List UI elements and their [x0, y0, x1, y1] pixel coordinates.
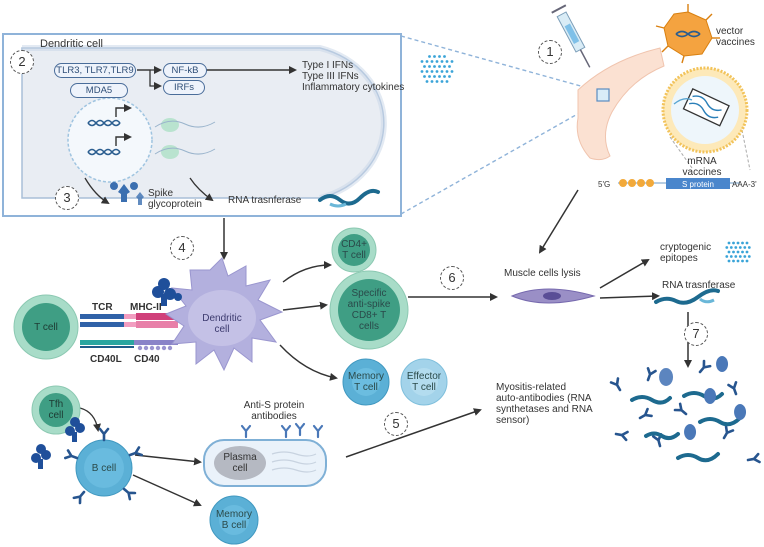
- dendritic-cell-label-2: cell: [214, 324, 230, 335]
- memory-b-cell: [209, 495, 259, 545]
- output-cytokines: Inflammatory cytokines: [302, 82, 405, 93]
- memory-b-label-1: Memory: [215, 509, 253, 520]
- mda5-pill: MDA5: [70, 83, 128, 98]
- plasma-cell-label-2: cell: [232, 463, 248, 474]
- dendritic-cell: [164, 257, 284, 372]
- t-cell-label: T cell: [34, 322, 58, 333]
- effector-t-label-1: Effector: [406, 371, 442, 382]
- antibodies-label-2: antibodies: [251, 411, 297, 422]
- spike-label-2: glycoprotein: [148, 199, 202, 210]
- b-cell: [63, 427, 144, 505]
- myositis-label-3: synthetases and RNA: [496, 404, 593, 415]
- vector-vaccine-icon: [655, 4, 720, 64]
- s-protein-label: S protein: [681, 180, 715, 189]
- effector-t-label-2: T cell: [412, 382, 436, 393]
- step-7-marker: 7: [684, 322, 708, 346]
- syringe-icon: [551, 4, 591, 68]
- spike-label-1: Spike: [148, 188, 174, 199]
- mrna-vaccines-label-2: vaccines: [682, 167, 722, 178]
- memory-b-label-2: B cell: [221, 520, 247, 531]
- cd4-t-cell: [331, 227, 377, 273]
- panel-title: Dendritic cell: [40, 38, 103, 50]
- cytokines-icon: [420, 55, 454, 83]
- antibodies-icon: [240, 422, 324, 439]
- ribosome-icon: [154, 118, 216, 159]
- mhc-ii-label: MHC-II: [130, 302, 162, 313]
- cd8-t-cell: [329, 270, 409, 350]
- cd4-label-2: T cell: [342, 250, 366, 261]
- rna-transferase-right-label: RNA trasnferase: [662, 280, 736, 291]
- memory-t-label-1: Memory: [347, 371, 385, 382]
- dendritic-cell-label-1: Dendritic: [202, 313, 242, 324]
- myositis-label-2: auto-antibodies (RNA: [496, 393, 592, 404]
- plasma-cell: [203, 439, 327, 487]
- vector-vaccines-label-1: vector: [716, 26, 744, 37]
- tfh-label-1: Tfh: [48, 399, 64, 410]
- nfkb-pill: NF-kB: [163, 63, 207, 78]
- step-2-marker: 2: [10, 50, 34, 74]
- rna-transferase-icon-2: [654, 288, 720, 305]
- cd40-label: CD40: [134, 354, 160, 365]
- step-1-marker: 1: [538, 40, 562, 64]
- rna-transferase-icon: [318, 188, 380, 208]
- tcr-label: TCR: [92, 302, 113, 313]
- irfs-pill: IRFs: [163, 80, 205, 95]
- myositis-label-4: sensor): [496, 415, 530, 426]
- spike-protein-icon: [110, 182, 144, 205]
- cryptogenic-label-1: cryptogenic: [660, 242, 712, 253]
- spike-protein-icon-2: [152, 278, 182, 306]
- tlr-receptors-pill: TLR3, TLR7,TLR9: [54, 63, 136, 78]
- memory-t-cell: [342, 358, 390, 406]
- cd40l-label: CD40L: [90, 354, 122, 365]
- antibodies-label-1: Anti-S protein: [243, 400, 305, 411]
- mrna-vaccines-label-1: mRNA: [687, 156, 717, 167]
- spike-protein-icon-3: [31, 417, 85, 469]
- vector-vaccines-label-2: vaccines: [716, 37, 755, 48]
- step-4-marker: 4: [170, 236, 194, 260]
- output-type3-ifns: Type III IFNs: [302, 71, 359, 82]
- cd8-label-1: Specific: [351, 288, 387, 299]
- cd8-label-2: anti-spike: [347, 299, 391, 310]
- myositis-label-1: Myositis-related: [496, 382, 567, 393]
- muscle-cell-icon: [510, 288, 596, 304]
- mrna-vaccine-icon: [661, 66, 749, 154]
- step-6-marker: 6: [440, 266, 464, 290]
- cd4-label-1: CD4+: [341, 239, 367, 250]
- muscle-lysis-label: Muscle cells lysis: [504, 268, 581, 279]
- step-3-marker: 3: [55, 186, 79, 210]
- five-prime-label: 5'G: [598, 180, 611, 189]
- dna-icon: [87, 119, 121, 156]
- step-5-marker: 5: [384, 412, 408, 436]
- receptor-complex: [80, 313, 178, 351]
- cryptogenic-epitopes-icon: [725, 241, 751, 263]
- memory-t-label-2: T cell: [354, 382, 378, 393]
- tfh-cell: [31, 385, 81, 435]
- t-cell: [13, 294, 79, 360]
- rna-transferase-label: RNA trasnferase: [228, 195, 302, 206]
- arm-icon: [576, 47, 665, 161]
- autoantibody-cluster: [609, 356, 761, 466]
- cryptogenic-label-2: epitopes: [660, 253, 698, 264]
- plasma-cell-label-1: Plasma: [223, 452, 257, 463]
- cd8-label-4: cells: [358, 321, 379, 332]
- output-type1-ifns: Type I IFNs: [302, 60, 354, 71]
- tfh-label-2: cell: [48, 410, 64, 421]
- effector-t-cell: [400, 358, 448, 406]
- b-cell-label: B cell: [91, 463, 117, 474]
- cd8-label-3: CD8+ T: [351, 310, 387, 321]
- mrna-construct: [618, 178, 740, 189]
- three-prime-label: AAA-3': [732, 180, 757, 189]
